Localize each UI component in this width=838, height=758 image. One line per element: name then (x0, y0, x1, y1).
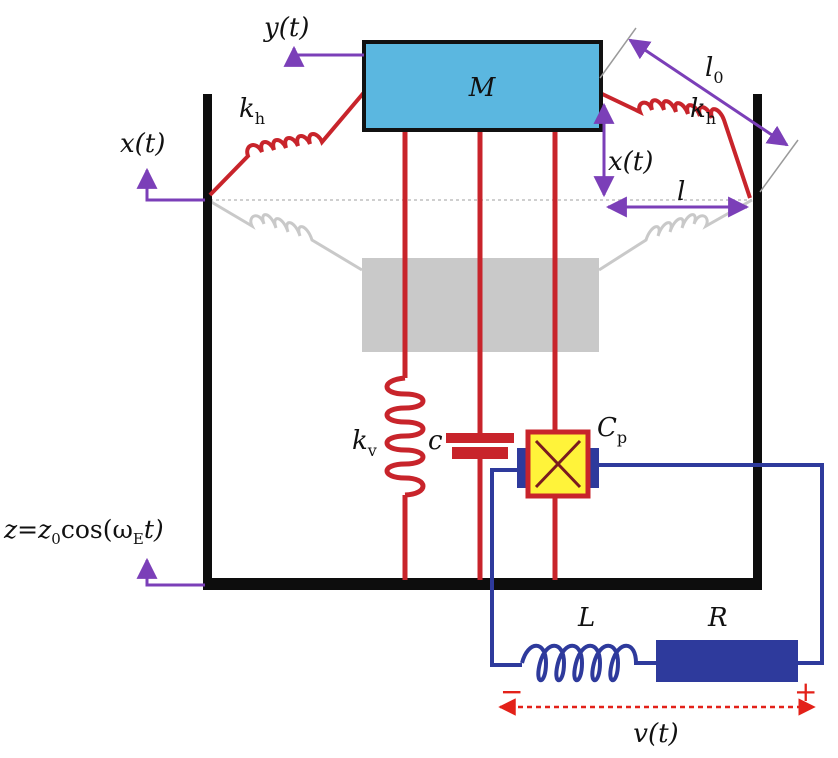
mass-block (362, 40, 603, 132)
natural-length-label: l0 (705, 53, 724, 87)
inductor-label: L (577, 603, 595, 633)
frame-left-wall (203, 94, 212, 590)
vertical-spring (384, 130, 426, 580)
spring-h-left-label: kh (239, 94, 265, 128)
mass-label: M (468, 73, 497, 103)
x-displacement-label-right: x(t) (608, 147, 653, 177)
x-displacement-arrow-left (136, 167, 205, 202)
natural-length-tick-bottom (759, 139, 799, 193)
frame-right-wall (753, 94, 762, 590)
piezoelectric-element (517, 130, 599, 580)
resistor-label: R (707, 603, 728, 633)
frame-floor (203, 578, 762, 590)
piezo-label: Cp (597, 413, 627, 447)
annotations (136, 27, 799, 587)
span-length-label: l (677, 177, 685, 207)
spring-h-left (208, 88, 368, 197)
plus-terminal-label: + (794, 675, 817, 708)
electrical-circuit (490, 463, 824, 683)
minus-terminal-label: − (500, 675, 523, 708)
wire-right (598, 463, 824, 665)
y-displacement-label: y(t) (263, 13, 309, 43)
x-displacement-label-left: x(t) (120, 129, 165, 159)
ghost-spring-left (207, 198, 363, 272)
coil-icon (384, 375, 426, 498)
natural-length-arrow (628, 38, 789, 147)
vertical-supports (384, 130, 599, 580)
y-displacement-arrow (283, 45, 364, 67)
ghost-spring-right (598, 198, 753, 272)
base-excitation-arrow (136, 557, 205, 587)
spring-v-label: kv (352, 426, 377, 460)
damper-label: c (428, 426, 443, 456)
spring-h-right (597, 90, 752, 199)
coil-icon-inductor (520, 643, 656, 683)
voltage-label: v(t) (633, 719, 678, 749)
base-frame (203, 94, 762, 590)
natural-length-tick-top (599, 27, 637, 79)
wire-left (490, 468, 522, 667)
damper-cylinder (452, 447, 508, 459)
piezo-cross-b (534, 439, 582, 489)
resistor-icon (656, 640, 798, 682)
damper-plate-top (446, 433, 514, 443)
spring-h-right-label: kh (690, 94, 716, 128)
labels: M y(t) x(t) x(t) kh kh kv c Cp l0 l z=z0… (3, 13, 817, 749)
damper (446, 130, 514, 580)
excitation-label: z=z0cos(ωEt) (3, 515, 164, 548)
